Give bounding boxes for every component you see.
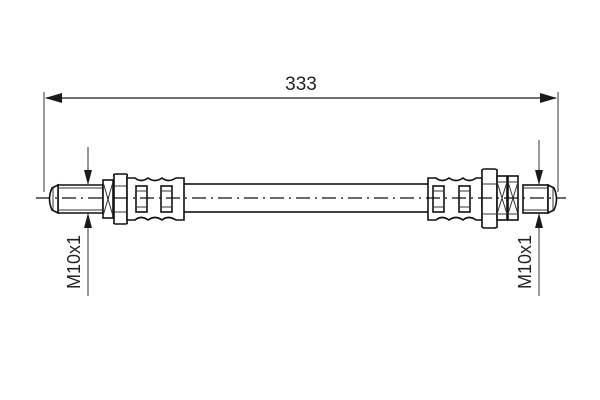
arrow-left-icon [45,93,62,103]
right-crimp-band-1 [432,185,445,213]
arrow-down-icon [535,170,543,185]
right-thread [522,184,549,214]
left-hex-nut [112,173,129,225]
right-thread-label: M10x1 [515,235,535,289]
overall-length-label: 333 [285,74,317,95]
left-crimp-band-1 [135,185,148,213]
left-thread-callout: M10x1 [64,147,92,296]
left-thread-tip [48,183,59,215]
left-thread [57,184,104,214]
arrow-down-icon [84,170,92,185]
arrow-up-icon [84,213,92,228]
right-thread-tip [547,183,558,215]
right-thread-callout: M10x1 [515,140,543,296]
arrow-right-icon [540,93,557,103]
left-fitting [48,173,185,225]
right-crimp-band-2 [458,185,471,213]
left-crimp-band-2 [160,185,173,213]
right-collar-cross [496,181,508,215]
arrow-up-icon [535,213,543,228]
left-collar-cross [102,181,114,217]
left-thread-label: M10x1 [64,235,84,289]
overall-length-dimension: 333 [43,74,559,192]
